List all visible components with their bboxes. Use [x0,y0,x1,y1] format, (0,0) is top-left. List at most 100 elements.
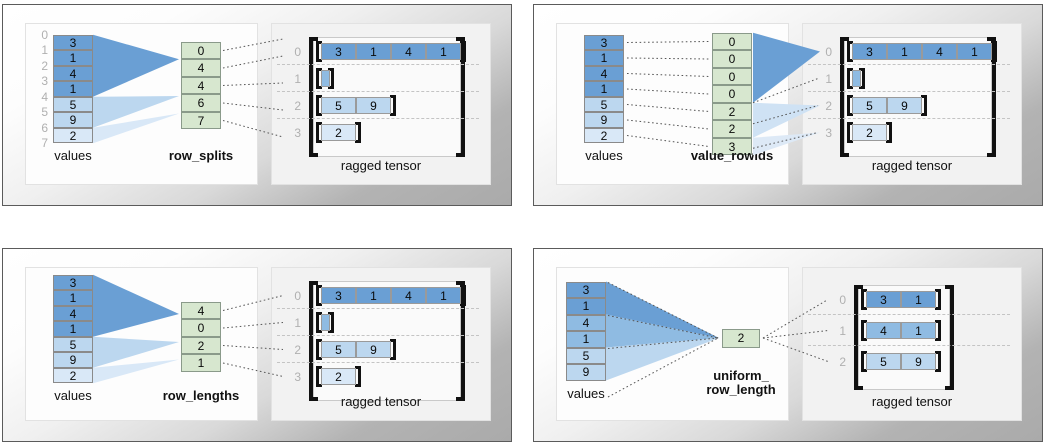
values-cell: 2 [53,367,93,384]
partition-cell: 0 [181,41,221,60]
tensor-row-label: 3 [294,125,301,140]
partition-cell: 7 [181,111,221,130]
values-index-label: 7 [41,136,48,151]
values-cell: 2 [53,127,93,144]
row-bracket-right-icon [991,41,997,62]
partition-cell: 6 [181,94,221,112]
values-cell: 1 [53,50,93,66]
row-separator [277,335,479,336]
tensor-cell: 3 [321,43,356,60]
row-separator [277,91,479,92]
row-bracket-right-icon [355,366,361,387]
row-bracket-right-icon [355,122,361,143]
values-cell: 1 [53,81,93,97]
values-cell: 9 [53,112,93,128]
values-cell: 5 [53,336,93,353]
values-cell: 4 [566,314,606,331]
values-caption: values [567,385,605,401]
row-bracket-left-icon [861,351,867,372]
values-cell: 9 [566,364,606,381]
tensor-cell: 4 [391,287,426,304]
tensor-cell: 4 [922,43,957,60]
outer-bracket-left-icon [309,281,318,401]
values-index-label: 4 [41,89,48,104]
row-bracket-right-icon [460,285,466,306]
tensor-cell: 4 [391,43,426,60]
outer-bracket-left-icon [854,285,863,390]
tensor-cell: 9 [901,353,936,370]
row-separator [808,118,1010,119]
values-cell: 1 [566,298,606,315]
row-bracket-right-icon [390,95,396,116]
values-cell: 9 [53,352,93,368]
tensor-cell: 5 [321,97,356,114]
tensor-cell: 1 [426,43,461,60]
values-cell: 5 [584,96,624,113]
partition-cell: 3 [712,137,752,156]
tensor-cell: 3 [321,287,356,304]
tensor-cell: 2 [321,124,356,141]
values-cell: 4 [53,305,93,322]
values-cell: 1 [584,81,624,97]
tensor-cell: 1 [356,287,391,304]
values-cell: 9 [584,112,624,128]
row-bracket-right-icon [390,339,396,360]
row-bracket-left-icon [316,339,322,360]
partition-cell: 2 [712,102,752,121]
values-index-label: 1 [41,43,48,58]
row-bracket-left-icon [316,95,322,116]
values-cell: 1 [53,290,93,306]
row-separator [808,64,1010,65]
tensor-row-label: 1 [839,323,846,338]
row-bracket-right-icon [460,41,466,62]
tensor-empty-row-cell [321,70,330,87]
outer-bracket-right-icon [945,285,954,390]
partition-cell: 4 [181,59,221,77]
tensor-row-label: 3 [294,369,301,384]
row-separator [808,345,1010,346]
ragged-tensor-caption: ragged tensor [871,394,953,409]
tensor-cell: 9 [356,341,391,358]
tensor-cell: 9 [356,97,391,114]
values-index-label: 0 [41,27,48,42]
tensor-cell: 4 [866,322,901,339]
row-bracket-right-icon [328,312,334,333]
outer-bracket-right-icon [456,281,465,401]
values-cell: 5 [53,96,93,113]
row-separator [277,118,479,119]
values-index-label: 2 [41,58,48,73]
partition-cell: 0 [712,32,752,51]
outer-bracket-left-icon [309,37,318,157]
partition-cell: 0 [712,67,752,86]
values-caption: values [54,148,92,164]
tensor-row-label: 0 [839,292,846,307]
tensor-cell: 1 [901,322,936,339]
values-cell: 5 [566,347,606,364]
values-index-label: 3 [41,74,48,89]
row-bracket-left-icon [316,366,322,387]
partition-cell: 2 [712,120,752,138]
tensor-row-label: 3 [825,125,832,140]
ragged-tensor-caption: ragged tensor [340,394,422,409]
row-bracket-left-icon [861,320,867,341]
row-separator [277,64,479,65]
tensor-cell: 2 [852,124,887,141]
partition-cell: 4 [181,76,221,95]
values-cell: 4 [584,65,624,82]
tensor-row-label: 1 [294,71,301,86]
tensor-row-label: 0 [294,44,301,59]
